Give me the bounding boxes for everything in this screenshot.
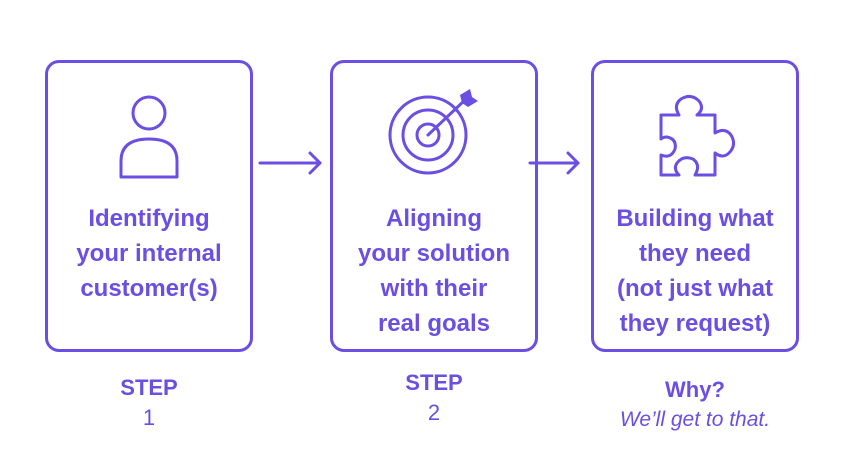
step-1-line-2: your internal bbox=[76, 240, 222, 267]
step-2-caption: STEP 2 bbox=[330, 368, 538, 428]
step-3-line-2: they need bbox=[638, 240, 752, 267]
arrow-right-icon bbox=[528, 148, 584, 183]
person-icon bbox=[109, 91, 189, 187]
arrow-right-icon bbox=[258, 148, 326, 183]
step-3-caption-subtitle: We’ll get to that. bbox=[619, 408, 771, 431]
step-2-line-3: with their bbox=[380, 275, 488, 302]
step-1-box: Identifying your internal customer(s) bbox=[45, 60, 253, 352]
step-1-text: Identifying your internal customer(s) bbox=[48, 201, 250, 306]
step-1-caption: STEP 1 bbox=[45, 373, 253, 433]
step-1-caption-number: 1 bbox=[142, 405, 156, 430]
step-2-line-2: your solution bbox=[358, 240, 510, 267]
step-3-line-3: (not just what bbox=[617, 275, 773, 302]
target-icon bbox=[384, 85, 484, 181]
step-1-line-3: customer(s) bbox=[80, 275, 218, 302]
step-3-box: Building what they need (not just what t… bbox=[591, 60, 799, 352]
step-2-caption-title: STEP bbox=[405, 370, 463, 395]
step-2-caption-number: 2 bbox=[427, 400, 441, 425]
puzzle-piece-icon bbox=[653, 93, 737, 183]
step-1-caption-title: STEP bbox=[120, 375, 178, 400]
step-3-line-4: they request) bbox=[619, 310, 771, 337]
step-2-text: Aligning your solution with their real g… bbox=[333, 201, 535, 341]
step-3-text: Building what they need (not just what t… bbox=[594, 201, 796, 341]
step-2-line-1: Aligning bbox=[386, 205, 482, 232]
step-1-line-1: Identifying bbox=[88, 205, 210, 232]
step-3-caption: Why? We’ll get to that. bbox=[591, 375, 799, 435]
step-3-caption-title: Why? bbox=[665, 377, 725, 402]
step-2-box: Aligning your solution with their real g… bbox=[330, 60, 538, 352]
step-2-line-4: real goals bbox=[377, 310, 491, 337]
step-3-line-1: Building what bbox=[616, 205, 774, 232]
